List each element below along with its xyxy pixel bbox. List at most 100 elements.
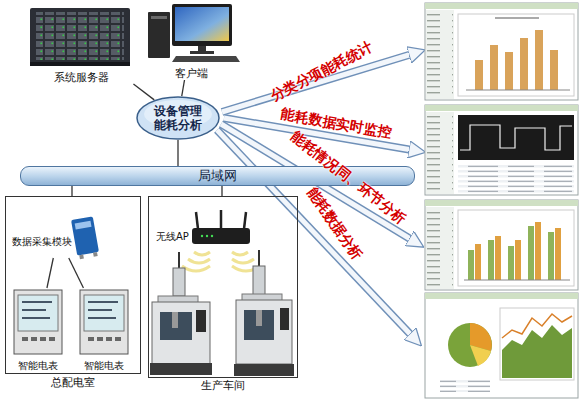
chart-area: [458, 14, 574, 96]
meter-label: 智能电表: [12, 360, 64, 372]
chart-axis: [464, 280, 570, 281]
window-tree: [427, 209, 453, 287]
chart-bar: [515, 240, 521, 280]
client-box: [173, 268, 185, 296]
machine-base: [150, 363, 212, 375]
window-sidebar: [426, 112, 454, 194]
pc-monitor: [172, 4, 232, 46]
network-link: [71, 186, 72, 196]
analysis-label: 设备管理 能耗分析: [150, 104, 206, 133]
window-frame: [425, 3, 578, 100]
chart-bar: [548, 232, 554, 280]
client-antenna: [178, 252, 180, 268]
wireless-client-illustration: [173, 250, 265, 296]
meter-reading: [22, 317, 50, 319]
chart-bar: [488, 240, 494, 280]
router-antenna: [244, 212, 246, 229]
workshop-box: 生产车间无线AP: [148, 196, 298, 378]
window-tree: [427, 12, 453, 97]
client-node: 客户端: [145, 4, 237, 80]
machine-panel: [280, 308, 289, 330]
pc-screen: [175, 7, 229, 41]
meter-reading: [88, 317, 116, 319]
network-link: [133, 84, 154, 100]
workshop-label: 生产车间: [149, 379, 297, 392]
router-body: [192, 228, 250, 244]
meter-body: [14, 290, 62, 354]
machine-panel: [196, 310, 206, 332]
chart-bar: [495, 236, 501, 280]
data-module-node: 数据采集模块: [12, 214, 104, 258]
legend-table: [440, 378, 490, 392]
meter-button: [115, 337, 121, 341]
chart-line: [460, 125, 572, 150]
network-link: [69, 258, 84, 288]
meter-button: [49, 337, 55, 341]
chart-bar: [555, 228, 561, 280]
chart-bar: [528, 226, 534, 280]
chart-bar: [535, 222, 541, 280]
server-node: 系统服务器: [28, 4, 134, 84]
chart-area: [458, 115, 574, 160]
router-illustration: [192, 210, 250, 244]
router-antenna: [220, 210, 223, 229]
meter-body: [80, 290, 128, 354]
machine-base: [234, 364, 294, 376]
window-sidebar: [426, 207, 454, 289]
window-titlebar: [425, 3, 578, 9]
pc-tower: [148, 12, 170, 58]
meter-reading: [88, 301, 118, 303]
machine-body: [236, 300, 292, 364]
cnc-machine-illustration: [150, 296, 212, 375]
cnc-machine-illustration: [234, 294, 294, 376]
network-link: [221, 186, 222, 196]
meter-button: [97, 337, 103, 341]
meter-reading: [88, 309, 112, 311]
chart-bar: [535, 30, 543, 90]
meter-button: [40, 337, 46, 341]
client-box: [253, 266, 265, 296]
chart-bar: [490, 45, 498, 90]
window-frame: [425, 293, 578, 398]
data-module-illustration: [71, 216, 100, 259]
machine-window: [160, 312, 192, 340]
client-label: 客户端: [145, 67, 237, 80]
network-link: [182, 80, 185, 96]
analysis-arrows: [217, 54, 412, 336]
analysis-label: 能耗情况同、环节分析: [287, 128, 408, 228]
window-sidebar: [426, 10, 454, 99]
meter-node: 智能电表: [78, 288, 130, 372]
pie-slice: [470, 345, 491, 366]
client-antenna: [258, 250, 260, 266]
window-tree: [427, 114, 453, 192]
server-illustration: [30, 8, 130, 66]
screenshot-grouped-bars: [425, 200, 578, 290]
access-point-label: 无线AP: [156, 231, 189, 243]
wifi-waves: [182, 252, 260, 271]
wifi-arc: [182, 266, 210, 271]
meter-button: [106, 337, 112, 341]
module-label: [75, 221, 92, 230]
meter-illustration: [14, 290, 62, 354]
module-port: [93, 252, 98, 257]
meter-display: [84, 295, 124, 331]
area-series: [502, 325, 572, 378]
server-base: [30, 62, 130, 66]
screenshot-pie-area: [425, 293, 578, 398]
chart-bar: [508, 246, 514, 280]
access-point-node: 无线AP: [156, 226, 252, 248]
meter-reading: [22, 301, 52, 303]
network-link: [177, 140, 178, 166]
screenshot-bar-chart: [425, 3, 578, 100]
wifi-arc: [232, 252, 248, 255]
meter-button: [31, 337, 37, 341]
meter-reading: [22, 309, 46, 311]
pc-stand-base: [190, 51, 214, 54]
machine-body: [152, 302, 210, 364]
module-body: [71, 216, 99, 255]
data-table: [458, 163, 574, 193]
